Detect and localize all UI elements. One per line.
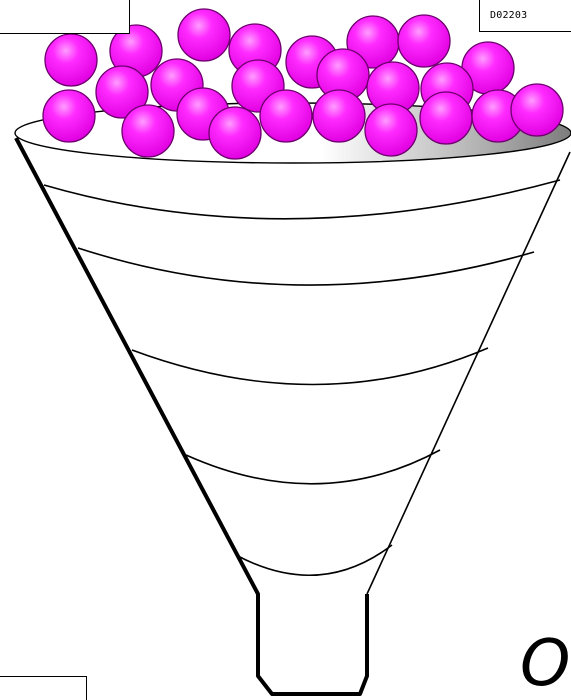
ball: [420, 92, 472, 144]
ball: [511, 84, 563, 136]
ball: [45, 34, 97, 86]
id-label-box: D02203: [479, 0, 571, 32]
ball: [209, 107, 261, 159]
ball: [313, 90, 365, 142]
ball: [365, 104, 417, 156]
label-box-top-left: [0, 0, 130, 34]
ball: [260, 90, 312, 142]
ball: [398, 15, 450, 67]
ball: [178, 9, 230, 61]
ball: [43, 90, 95, 142]
corner-letter: O: [520, 632, 570, 696]
funnel-body: [16, 138, 570, 694]
label-box-bottom-left: [0, 676, 87, 700]
ball: [122, 105, 174, 157]
id-label: D02203: [490, 10, 527, 21]
